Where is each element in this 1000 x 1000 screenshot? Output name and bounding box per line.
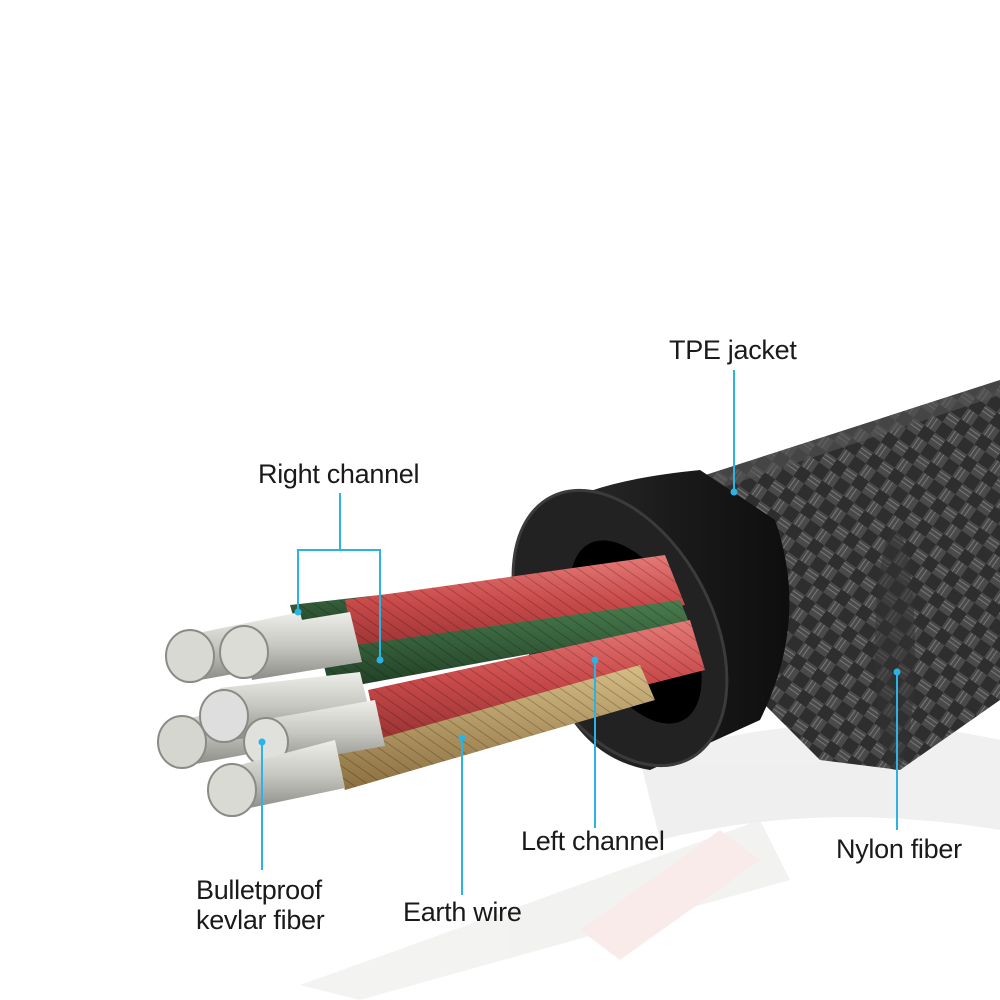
dot-tpe <box>730 488 738 496</box>
label-left-channel: Left channel <box>521 826 665 856</box>
dot-right-2 <box>376 656 384 664</box>
wire-bundle <box>290 555 705 790</box>
label-tpe-jacket: TPE jacket <box>669 335 797 365</box>
leader-right-channel-2 <box>340 549 381 660</box>
leader-right-channel <box>297 493 341 612</box>
label-kevlar-fiber: Bulletproof kevlar fiber <box>196 875 325 935</box>
dot-kevlar <box>258 738 266 746</box>
dot-right-1 <box>294 608 302 616</box>
kevlar-strands <box>157 612 385 817</box>
label-right-channel: Right channel <box>258 459 420 489</box>
label-kevlar-line1: Bulletproof <box>196 875 322 905</box>
dot-left <box>591 656 599 664</box>
cable-reflection <box>300 724 1000 1000</box>
dot-nylon <box>893 668 901 676</box>
label-nylon-fiber: Nylon fiber <box>836 834 962 864</box>
dot-earth <box>458 734 466 742</box>
label-kevlar-line2: kevlar fiber <box>196 905 325 935</box>
label-earth-wire: Earth wire <box>403 897 522 927</box>
leader-lines <box>261 370 898 895</box>
leader-dots <box>258 488 901 746</box>
